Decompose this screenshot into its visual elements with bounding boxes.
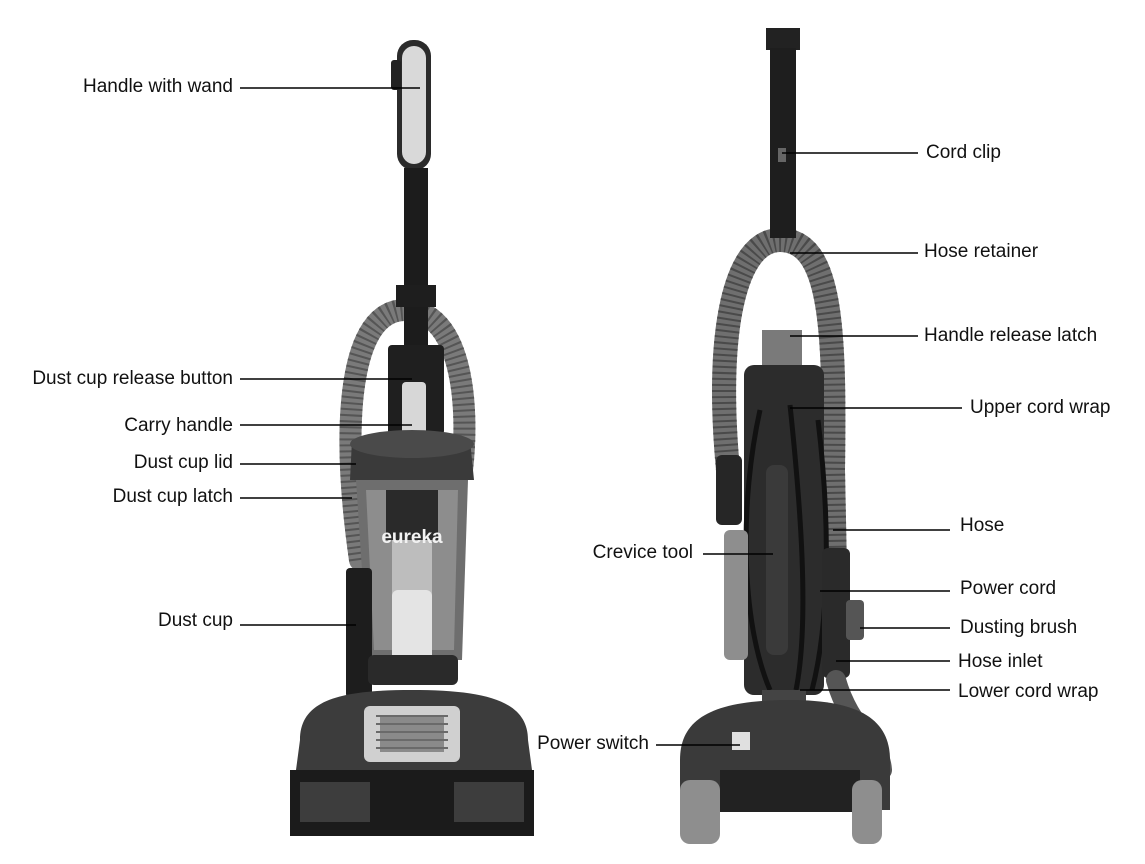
back-crevice-tool [766,465,788,655]
label-hose: Hose [960,515,1005,536]
label-handle-with-wand: Handle with wand [83,76,233,97]
front-wand [404,168,428,348]
label-hose-retainer: Hose retainer [924,241,1039,262]
label-dust-cup-lid: Dust cup lid [133,452,233,473]
label-hose-inlet: Hose inlet [958,651,1043,672]
label-power-switch: Power switch [537,733,649,754]
label-upper-cord-wrap: Upper cord wrap [970,397,1111,418]
label-lower-cord-wrap: Lower cord wrap [958,681,1099,702]
back-view-vacuum [680,28,892,844]
leader-lines [240,87,962,746]
label-dusting-brush: Dusting brush [960,617,1078,638]
label-cord-clip: Cord clip [926,142,1001,163]
label-crevice-tool: Crevice tool [592,542,693,563]
label-dust-cup-release-button: Dust cup release button [32,368,233,389]
label-handle-release-latch: Handle release latch [924,325,1098,346]
label-power-cord: Power cord [960,578,1057,599]
label-dust-cup: Dust cup [158,610,233,631]
back-right-wheel [852,780,882,844]
back-wand [766,28,800,50]
label-dust-cup-latch: Dust cup latch [112,486,233,507]
front-view-vacuum: eureka [290,40,534,836]
back-left-wheel [680,780,720,844]
front-brand-logo: eureka [381,527,443,548]
label-carry-handle: Carry handle [124,415,233,436]
